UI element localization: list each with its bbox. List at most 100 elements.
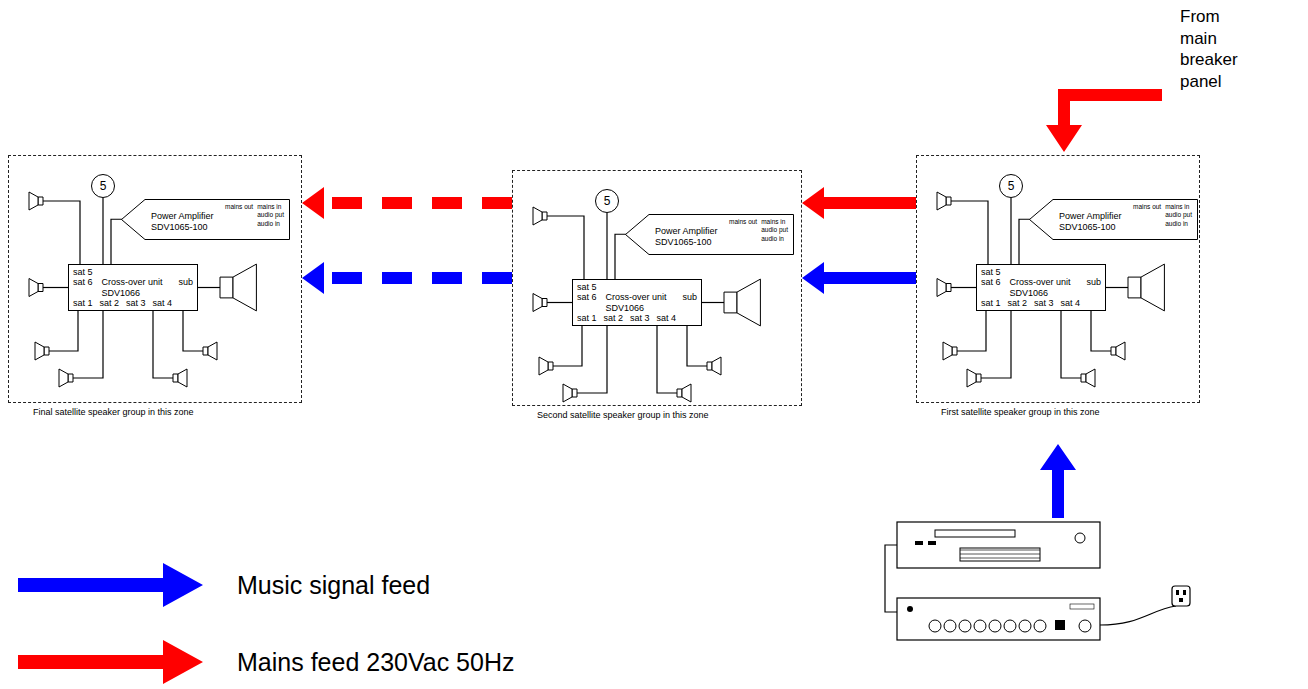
speaker-group: Final satellite speaker group in this zo… <box>8 155 302 403</box>
port-column: mains inaudio putaudio in <box>1165 203 1192 228</box>
feed-arrow <box>802 187 916 219</box>
wire-path <box>615 234 626 279</box>
speaker-cone <box>208 342 217 360</box>
wire <box>1011 198 1012 264</box>
feed-arrow <box>802 262 916 294</box>
channel-label: sat 1 <box>577 313 597 323</box>
model-label: Cross-over unit SDV1066 <box>606 292 674 313</box>
speaker-wire <box>577 326 607 393</box>
speaker-cone <box>29 192 38 210</box>
speaker-magnet <box>220 277 233 298</box>
wire <box>615 234 626 279</box>
wire-path <box>1019 219 1030 264</box>
speaker-cone <box>712 357 721 375</box>
mixer-unit <box>897 598 1100 640</box>
speaker-wire <box>73 311 103 378</box>
speaker-magnet <box>946 284 951 292</box>
speaker-wire <box>951 287 976 288</box>
power-amplifier: Power Amplifier SDV1065-100mains outmain… <box>121 199 290 240</box>
mixer-switch <box>1055 620 1065 630</box>
speaker-group: Second satellite speaker group in this z… <box>512 170 802 406</box>
speaker-magnet <box>203 347 208 355</box>
power-cord <box>1100 606 1176 625</box>
speaker-wire <box>1091 311 1111 351</box>
arrow-head <box>802 262 824 294</box>
speaker-group: First satellite speaker group in this zo… <box>916 155 1200 403</box>
crossover-unit: sat 5sat 6Cross-over unit SDV1066subsat … <box>68 264 198 311</box>
wire <box>111 219 122 264</box>
speaker-cone <box>1141 264 1164 311</box>
channel-label: sat 3 <box>126 298 146 308</box>
channel-label: sat 1 <box>73 298 93 308</box>
channel-label: sub <box>682 292 697 302</box>
speaker-cone <box>178 369 187 387</box>
channel-label: sat 5 <box>981 267 1001 277</box>
channel-label: sub <box>178 277 193 287</box>
speaker-magnet <box>173 374 178 382</box>
wire-path <box>111 219 122 264</box>
callout-number: 5 <box>1008 179 1015 193</box>
speaker-cone <box>937 279 946 297</box>
channel-row: sat 6Cross-over unit SDV1066sub <box>981 277 1101 298</box>
cd-player <box>897 522 1100 568</box>
port-label: mains out <box>729 218 757 226</box>
cd-button <box>915 541 923 545</box>
feed-arrow <box>302 187 512 219</box>
arrow-shaft <box>822 197 916 209</box>
crossover-unit: sat 5sat 6Cross-over unit SDV1066subsat … <box>976 264 1106 311</box>
speaker-wire <box>49 311 78 351</box>
channel-row: sat 1sat 2sat 3sat 4 <box>73 298 193 308</box>
speaker-cone <box>1116 342 1125 360</box>
speaker-wire <box>657 326 677 393</box>
speaker-cone <box>539 357 548 375</box>
group-caption: Second satellite speaker group in this z… <box>537 410 709 420</box>
mains-arrow <box>1046 89 1162 152</box>
channel-label: sub <box>1086 277 1101 287</box>
wire-path <box>606 213 607 279</box>
speaker-wire <box>702 302 724 303</box>
speaker-magnet <box>677 389 682 397</box>
speaker-wire <box>547 216 584 279</box>
model-label: Power Amplifier SDV1065-100 <box>1059 211 1129 234</box>
speaker-magnet <box>68 374 73 382</box>
port-label: audio put <box>1165 211 1192 219</box>
arrow-shaft <box>322 272 512 284</box>
channel-row: sat 1sat 2sat 3sat 4 <box>981 298 1101 308</box>
channel-label: sat 5 <box>577 282 597 292</box>
speaker-cone <box>533 207 542 225</box>
channel-row: sat 6Cross-over unit SDV1066sub <box>577 292 697 313</box>
speaker-magnet <box>1081 374 1086 382</box>
wire <box>607 213 608 279</box>
wire-path <box>102 198 103 264</box>
speaker-magnet <box>572 389 577 397</box>
speaker-magnet <box>707 362 712 370</box>
speaker-magnet <box>38 284 43 292</box>
speaker-wire <box>183 311 203 351</box>
port-label: audio in <box>1165 220 1192 228</box>
circle-shape <box>596 190 619 213</box>
speaker-cone <box>1086 369 1095 387</box>
speaker-magnet <box>44 347 49 355</box>
legend-swatch <box>18 560 203 610</box>
legend-entry: Music signal feed <box>18 560 430 610</box>
speaker-magnet <box>1128 277 1141 298</box>
group-caption: Final satellite speaker group in this zo… <box>33 407 194 417</box>
channel-label: sat 3 <box>630 313 650 323</box>
speaker-cone <box>59 369 68 387</box>
speaker-magnet <box>542 212 547 220</box>
speaker-cone <box>737 279 760 326</box>
speaker-wire <box>43 287 68 288</box>
speaker-wire <box>1061 311 1081 378</box>
circle-shape <box>92 175 115 198</box>
callout-circle: 5 <box>91 174 115 198</box>
mixer-badge <box>1070 604 1094 609</box>
cd-body <box>897 522 1100 568</box>
port-label: mains in <box>761 218 788 226</box>
port-label: mains in <box>257 203 284 211</box>
mixer-knob <box>1004 620 1016 632</box>
model-label: Power Amplifier SDV1065-100 <box>655 226 725 249</box>
channel-row: sat 6Cross-over unit SDV1066sub <box>73 277 193 298</box>
plug-body <box>1172 586 1190 606</box>
channel-label: sat 2 <box>1008 298 1028 308</box>
mixer-knob <box>1034 620 1046 632</box>
